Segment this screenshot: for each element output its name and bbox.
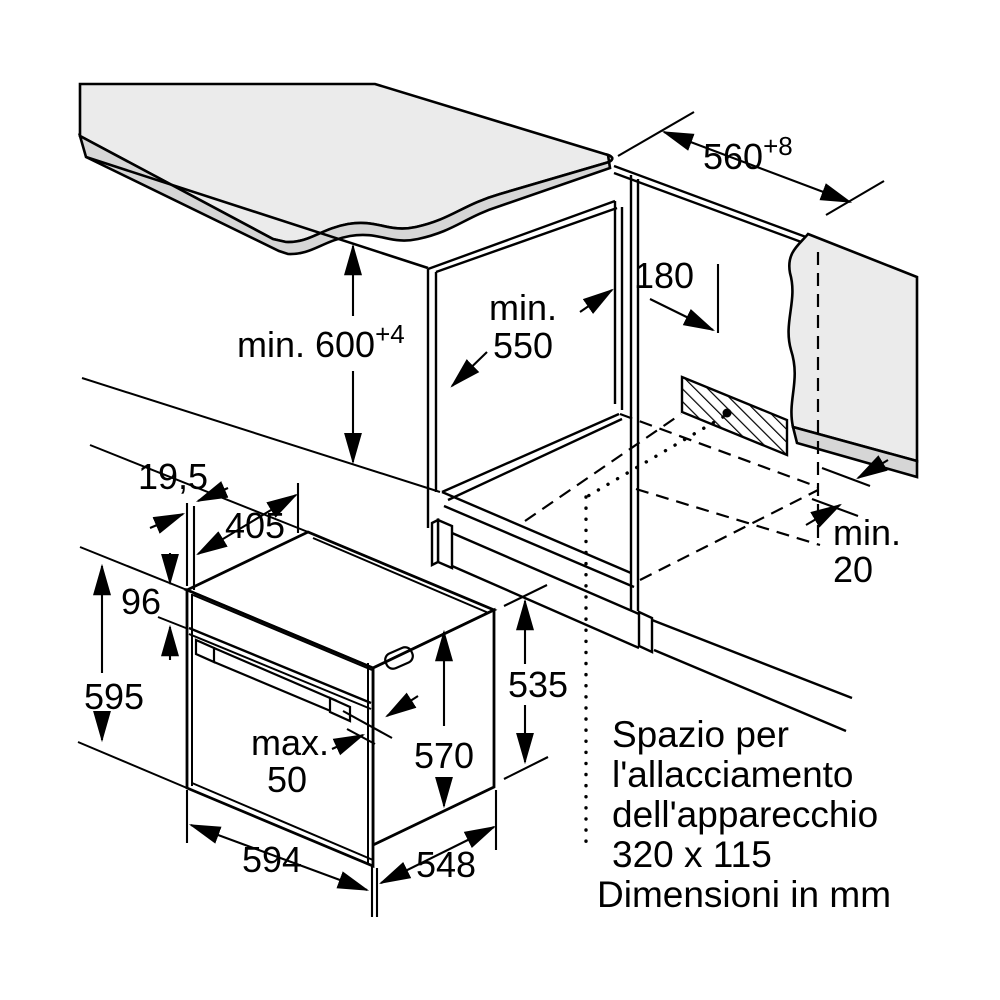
label-appliance-width: 594 [242, 839, 302, 880]
label-top-depth: 405 [225, 505, 285, 546]
label-connection-offset: 180 [634, 255, 694, 296]
floor-front-edge [441, 490, 632, 575]
dim-body-height-rear [503, 584, 549, 780]
label-body-height-rear: 535 [508, 664, 568, 705]
dim195-arrow-left [149, 513, 186, 534]
dim-top-depth [196, 483, 300, 556]
dim180-arrow-left [579, 288, 614, 314]
dim-connection-offset [579, 264, 720, 333]
dim-handle-protrusion [331, 692, 419, 756]
connection-hatch-box [680, 375, 789, 457]
label-handle-max-1: max. [251, 722, 329, 763]
dim50-arrow-up [385, 692, 419, 718]
dimensions [93, 111, 889, 917]
dim560-line [661, 131, 853, 203]
niche-top-edge-inner [613, 171, 805, 245]
dim20-arrow-down [856, 455, 889, 480]
control-panel-line [188, 626, 372, 705]
base-back-edge-dashed [635, 487, 821, 547]
niche-cabinet [426, 164, 853, 733]
oven-topback-edge-inner [312, 537, 492, 615]
label-handle-max-2: 50 [267, 759, 307, 800]
label-body-height-inner: 570 [414, 735, 474, 776]
label-appliance-height: 595 [84, 676, 144, 717]
left-foot [436, 518, 454, 570]
label-body-depth: 548 [416, 844, 476, 885]
floor-left-edge [441, 412, 620, 494]
dim594-line [188, 824, 370, 891]
handle-bar-bottom [213, 660, 334, 714]
label-rear-gap-1: min. [833, 512, 901, 553]
plinth-top-edge [451, 531, 640, 616]
dim50-arrow-low [331, 734, 366, 756]
handle-right-cap [328, 696, 352, 723]
dim20-arrow-up [805, 503, 842, 528]
dim-body-depth [378, 790, 498, 884]
label-rear-gap-2: 20 [833, 549, 873, 590]
dim560-ext-right [825, 180, 885, 216]
plinth-bottom-edge [451, 564, 640, 650]
left-wall-top-edge [427, 199, 616, 271]
dim535-tick-top [503, 584, 548, 607]
rear-wall-panel [787, 232, 919, 479]
handle-bar-top [213, 646, 338, 703]
dim50-ext1 [342, 710, 393, 739]
rear-wall-face [787, 232, 919, 463]
dim-appliance-width [185, 790, 379, 917]
floor-right-edge-dashed [639, 489, 819, 581]
dim180-arrow-right [649, 298, 716, 331]
connection-leader [584, 415, 725, 847]
dim535-tick-bottom [503, 756, 549, 780]
dim-niche-width [617, 111, 885, 216]
dim560-ext-left [617, 111, 695, 157]
base-line-upper [651, 618, 853, 700]
label-niche-height: min. 600+4 [237, 319, 405, 365]
label-front-protrusion: 19,5 [138, 456, 208, 497]
connection-projection-dashed [524, 413, 682, 522]
countertop-top-face [78, 82, 614, 244]
floor-left-edge-inner [447, 417, 623, 502]
note-line-4: 320 x 115 [612, 834, 772, 875]
note-line-5: Dimensioni in mm [597, 874, 891, 915]
dim550-leader [450, 351, 488, 388]
side-grip-hole [384, 646, 414, 670]
connection-area [680, 375, 789, 457]
oven [183, 530, 498, 869]
countertop-underside-edge [85, 155, 429, 270]
dim548-line [378, 826, 497, 884]
connection-point-dot [722, 408, 732, 418]
countertop-edge-band [77, 133, 614, 256]
label-niche-depth-1: min. [489, 287, 557, 328]
dim-rear-gap [805, 455, 889, 528]
label-niche-depth-2: 550 [493, 325, 553, 366]
label-control-panel-height: 96 [121, 581, 161, 622]
dim20-ext1 [821, 467, 871, 487]
oven-bottom-ext-line [77, 741, 188, 789]
frame-top-inner [192, 594, 373, 671]
note-line-2: l'allacciamento [612, 754, 854, 795]
countertop [77, 82, 614, 270]
floor-front-bottom-edge [443, 504, 635, 589]
dim405-line [196, 493, 298, 556]
label-niche-width: 560+8 [703, 131, 793, 177]
control-panel-line-inner [188, 633, 372, 710]
hidden-edges [524, 252, 821, 581]
leader-diagonal-dotted [586, 415, 725, 498]
note-line-3: dell'apparecchio [612, 794, 878, 835]
base-line-lower [653, 648, 847, 733]
left-foot-side [430, 518, 440, 567]
labels: 560+8 min. 600+4 min. 550 180 min. 20 19… [84, 131, 901, 915]
floor-back-edge-dashed [619, 412, 819, 489]
right-foot [637, 610, 654, 654]
note-line-1: Spazio per [612, 714, 789, 755]
left-wall-top-edge-inner [435, 206, 618, 274]
niche-floor-ref-line [81, 377, 441, 493]
